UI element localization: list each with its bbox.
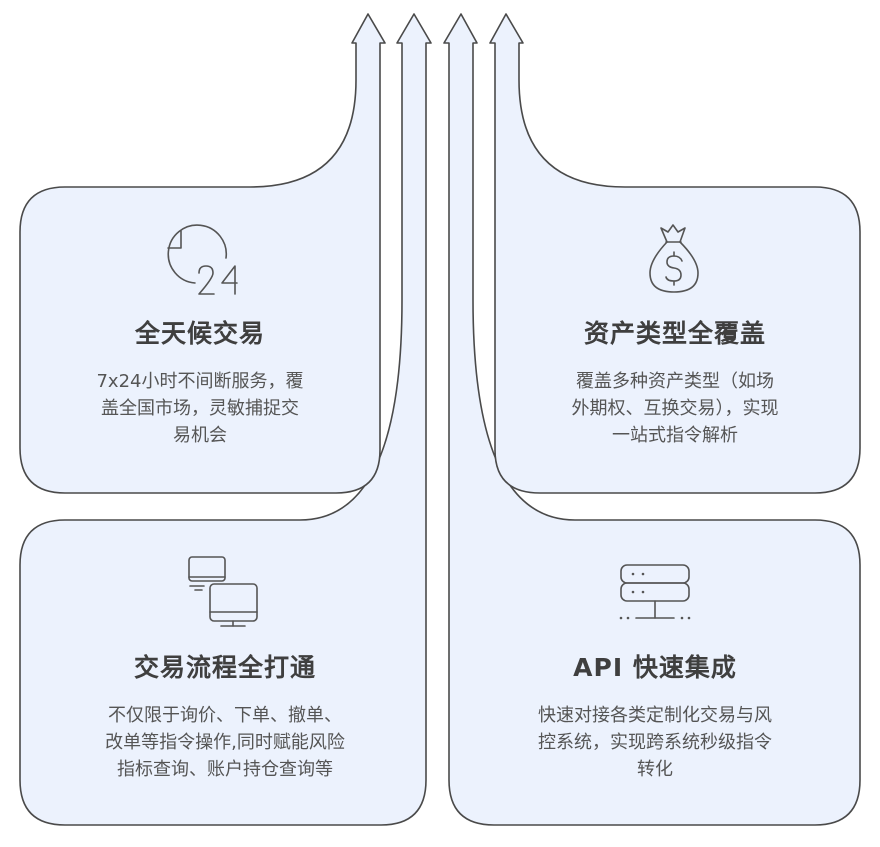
card-description-asset-coverage: 覆盖多种资产类型（如场 外期权、互换交易），实现 一站式指令解析 [520, 368, 830, 449]
arrow-card-all-day-trading [19, 13, 386, 494]
description-line: 改单等指令操作,同时赋能风险 [105, 732, 345, 753]
card-title-trading-flow: 交易流程全打通 [133, 653, 316, 682]
computers-icon [188, 556, 258, 627]
clock-24-icon [167, 224, 238, 295]
description-line: 控系统，实现跨系统秒级指令 [538, 732, 772, 753]
card-title-all-day-trading: 全天候交易 [134, 319, 265, 348]
description-line: 7x24小时不间断服务，覆 [96, 371, 304, 392]
card-title-asset-coverage: 资产类型全覆盖 [583, 319, 766, 348]
card-description-api-integration: 快速对接各类定制化交易与风 控系统，实现跨系统秒级指令 转化 [480, 702, 830, 783]
description-line: 转化 [637, 759, 673, 780]
arrow-card-asset-coverage [489, 13, 861, 494]
description-line: 易机会 [173, 425, 227, 446]
description-line: 不仅限于询价、下单、撤单、 [108, 705, 342, 726]
description-line: 快速对接各类定制化交易与风 [538, 705, 772, 726]
card-description-all-day-trading: 7x24小时不间断服务，覆 盖全国市场，灵敏捕捉交 易机会 [60, 368, 340, 449]
description-line: 盖全国市场，灵敏捕捉交 [101, 398, 299, 419]
description-line: 覆盖多种资产类型（如场 [576, 371, 774, 392]
money-bag-icon [649, 224, 699, 293]
card-description-trading-flow: 不仅限于询价、下单、撤单、 改单等指令操作,同时赋能风险 指标查询、账户持仓查询… [50, 702, 400, 783]
description-line: 一站式指令解析 [612, 425, 738, 446]
server-icon [619, 564, 691, 620]
card-title-api-integration: API 快速集成 [573, 653, 737, 682]
description-line: 指标查询、账户持仓查询等 [117, 759, 333, 780]
description-line: 外期权、互换交易），实现 [571, 398, 779, 419]
